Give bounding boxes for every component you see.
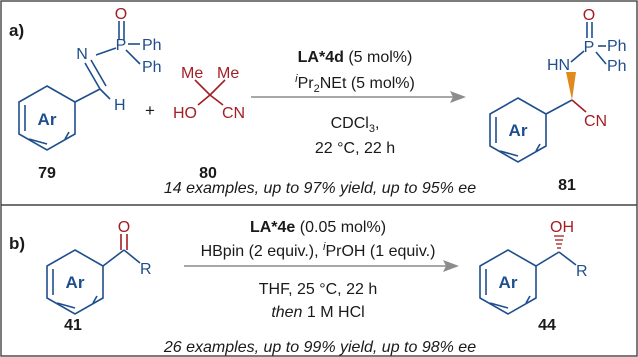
reaction-arrow-a: [251, 91, 466, 103]
hydroxy-group: HO: [173, 105, 197, 122]
reaction-arrow-b: [184, 260, 459, 272]
phosphorus-atom: P: [116, 37, 127, 54]
plus-sign: +: [145, 101, 155, 120]
summary-b: 26 examples, up to 99% yield, up to 98% …: [163, 339, 476, 356]
hydroxy-group: OH: [550, 219, 574, 236]
methyl-1: Me: [181, 65, 203, 82]
compound-80: Me Me HO CN 80: [173, 65, 245, 182]
compound-44: OH R Ar 44: [479, 219, 588, 334]
panel-b-label: b): [9, 234, 25, 253]
summary-a: 14 examples, up to 97% yield, up to 95% …: [164, 180, 476, 197]
cyano-group: CN: [584, 113, 607, 130]
oxygen-atom: O: [583, 7, 595, 24]
imine-h-atom: H: [114, 97, 126, 114]
solvent-line-a: CDCl3,: [331, 115, 380, 135]
compound-number-41: 41: [64, 317, 82, 334]
aryl-label: Ar: [66, 273, 85, 292]
solvent-line-b: THF, 25 °C, 22 h: [259, 281, 377, 298]
methyl-2: Me: [217, 65, 239, 82]
carbonyl-oxygen: O: [118, 219, 130, 236]
aryl-label: Ar: [38, 110, 57, 129]
phenyl-2: Ph: [607, 58, 627, 75]
oxygen-atom: O: [115, 6, 127, 23]
stereo-wedge: [566, 72, 576, 100]
temp-time-line-a: 22 °C, 22 h: [315, 140, 395, 157]
aryl-label: Ar: [499, 273, 518, 292]
r-group: R: [140, 261, 152, 278]
phenyl-1: Ph: [142, 37, 162, 54]
workup-line-b: then 1 M HCl: [271, 304, 364, 321]
compound-number-79: 79: [38, 165, 56, 182]
r-group: R: [576, 263, 588, 280]
compound-number-81: 81: [558, 177, 576, 194]
imine-n-atom: N: [76, 46, 88, 63]
compound-41: O R Ar 41: [46, 219, 152, 334]
phenyl-1: Ph: [607, 38, 627, 55]
compound-79: Ar N P O Ph Ph H 79: [18, 6, 162, 182]
compound-81: Ar HN P O Ph Ph CN 81: [489, 7, 627, 194]
phosphorus-atom: P: [584, 39, 595, 56]
catalyst-line-a: LA*4d (5 mol%): [298, 49, 413, 66]
compound-number-44: 44: [538, 317, 556, 334]
catalyst-line-b: LA*4e (0.05 mol%): [250, 219, 386, 236]
panel-a-label: a): [9, 21, 24, 40]
stereo-hash: [554, 235, 564, 249]
phenyl-2: Ph: [142, 59, 162, 76]
amine-hn: HN: [547, 57, 570, 74]
compound-number-80: 80: [199, 165, 217, 182]
base-line-a: iPr2NEt (5 mol%): [295, 73, 415, 95]
aryl-label: Ar: [509, 121, 528, 140]
cyano-group: CN: [222, 105, 245, 122]
reagents-line-b: HBpin (2 equiv.), iPrOH (1 equiv.): [201, 241, 436, 260]
